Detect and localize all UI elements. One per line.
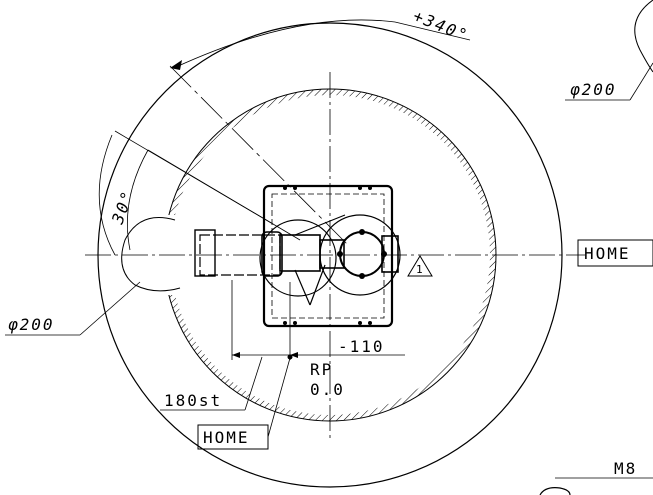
dia-left-label: φ200: [8, 315, 55, 334]
rotation-arrowhead: [170, 60, 182, 70]
angle-ray-2: [147, 149, 301, 241]
bolt-label: M8: [614, 459, 637, 478]
note-marker: 1: [416, 263, 423, 276]
stroke-label: 180st: [164, 391, 222, 410]
robot-arm: [194, 214, 346, 306]
home-bottom-label: HOME: [203, 428, 250, 447]
gripper: [319, 229, 399, 279]
rotation-limit-line: [169, 65, 349, 246]
rotation-arrow-arc: [173, 19, 396, 69]
rp-point: [287, 354, 293, 360]
bolt-outline: [539, 487, 571, 495]
dia-top-right-label: φ200: [570, 80, 617, 99]
home-right-label: HOME: [584, 244, 631, 263]
note-triangle: [407, 255, 433, 277]
top-right-circle-arc: [634, 0, 653, 73]
rp-value: 0.0: [310, 380, 345, 399]
angle-left-label: 30°: [108, 187, 138, 227]
left-circle-arc: [121, 217, 181, 292]
home-right-box: [577, 239, 653, 267]
rp-label: RP: [310, 360, 333, 379]
rotation-angle-label: +340°: [411, 6, 472, 45]
angle-arc: [98, 134, 116, 256]
offset-value: -110: [338, 337, 385, 356]
